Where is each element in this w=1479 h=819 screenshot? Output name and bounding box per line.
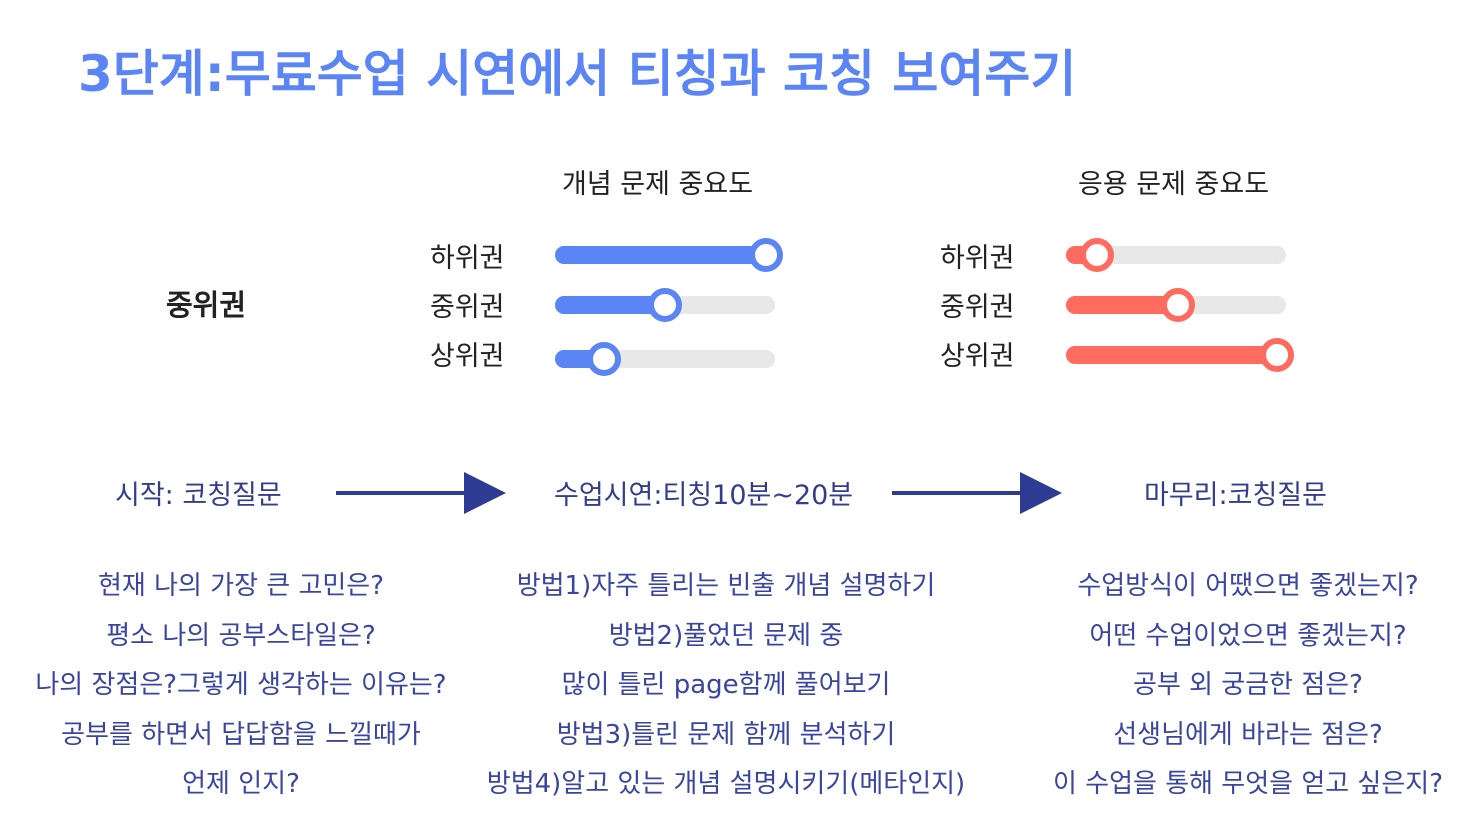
list-item: 방법1)자주 틀리는 빈출 개념 설명하기 (516, 571, 936, 601)
concept-chart-title: 개념 문제 중요도 (562, 169, 754, 200)
slider-knob (587, 342, 622, 376)
concept-row-label: 하위권 (430, 243, 505, 274)
flow-arrow-1 (336, 472, 506, 514)
list-item: 이 수업을 통해 무엇을 얻고 싶은지? (1052, 769, 1443, 799)
slider-knob (1260, 338, 1294, 372)
list-item: 선생님에게 바라는 점은? (1113, 719, 1383, 750)
flow-end-label: 마무리:코칭질문 (1144, 480, 1327, 511)
list-item: 언제 인지? (182, 769, 300, 799)
flow-start-label: 시작: 코칭질문 (115, 480, 282, 511)
slider-knob (1161, 288, 1196, 322)
list-item: 공부 외 궁금한 점은? (1133, 670, 1363, 700)
slider-knob (648, 288, 682, 322)
list-item: 어떤 수업이었으면 좋겠는지? (1089, 620, 1407, 651)
slider-fill (1066, 296, 1179, 314)
student-level-label: 중위권 (166, 288, 247, 322)
applied-row-label: 상위권 (940, 341, 1015, 372)
applied-chart-title: 응용 문제 중요도 (1078, 169, 1270, 200)
slider-fill (1066, 346, 1277, 364)
list-item: 방법4)알고 있는 개념 설명시키기(메타인지) (486, 769, 966, 799)
slider-fill (555, 246, 766, 264)
slider-knob (1080, 238, 1115, 272)
slider-track (1066, 246, 1286, 264)
list-item: 많이 틀린 page함께 풀어보기 (561, 670, 891, 700)
list-item: 수업방식이 어땠으면 좋겠는지? (1077, 571, 1419, 601)
applied-row-label: 중위권 (940, 292, 1015, 323)
list-item: 현재 나의 가장 큰 고민은? (97, 571, 385, 601)
applied-row-label: 하위권 (940, 243, 1015, 274)
slider-fill (555, 296, 665, 314)
concept-row-label: 중위권 (430, 292, 505, 323)
list-item: 공부를 하면서 답답함을 느낄때가 (61, 719, 421, 750)
teaching-methods: 방법1)자주 틀리는 빈출 개념 설명하기 방법2)풀었던 문제 중 많이 틀린… (462, 562, 990, 810)
list-item: 방법2)풀었던 문제 중 (608, 620, 844, 651)
coaching-questions-start: 현재 나의 가장 큰 고민은? 평소 나의 공부스타일은? 나의 장점은?그렇게… (10, 562, 472, 810)
page-title: 3단계:무료수업 시연에서 티칭과 코칭 보여주기 (78, 45, 1077, 103)
concept-row-label: 상위권 (430, 341, 505, 372)
list-item: 방법3)틀린 문제 함께 분석하기 (556, 719, 896, 750)
list-item: 평소 나의 공부스타일은? (106, 620, 376, 651)
coaching-questions-end: 수업방식이 어땠으면 좋겠는지? 어떤 수업이었으면 좋겠는지? 공부 외 궁금… (1030, 562, 1466, 810)
slider-knob (749, 238, 783, 272)
list-item: 나의 장점은?그렇게 생각하는 이유는? (35, 670, 447, 700)
flow-arrow-2 (892, 472, 1062, 514)
flow-middle-label: 수업시연:티칭10분~20분 (554, 480, 854, 511)
